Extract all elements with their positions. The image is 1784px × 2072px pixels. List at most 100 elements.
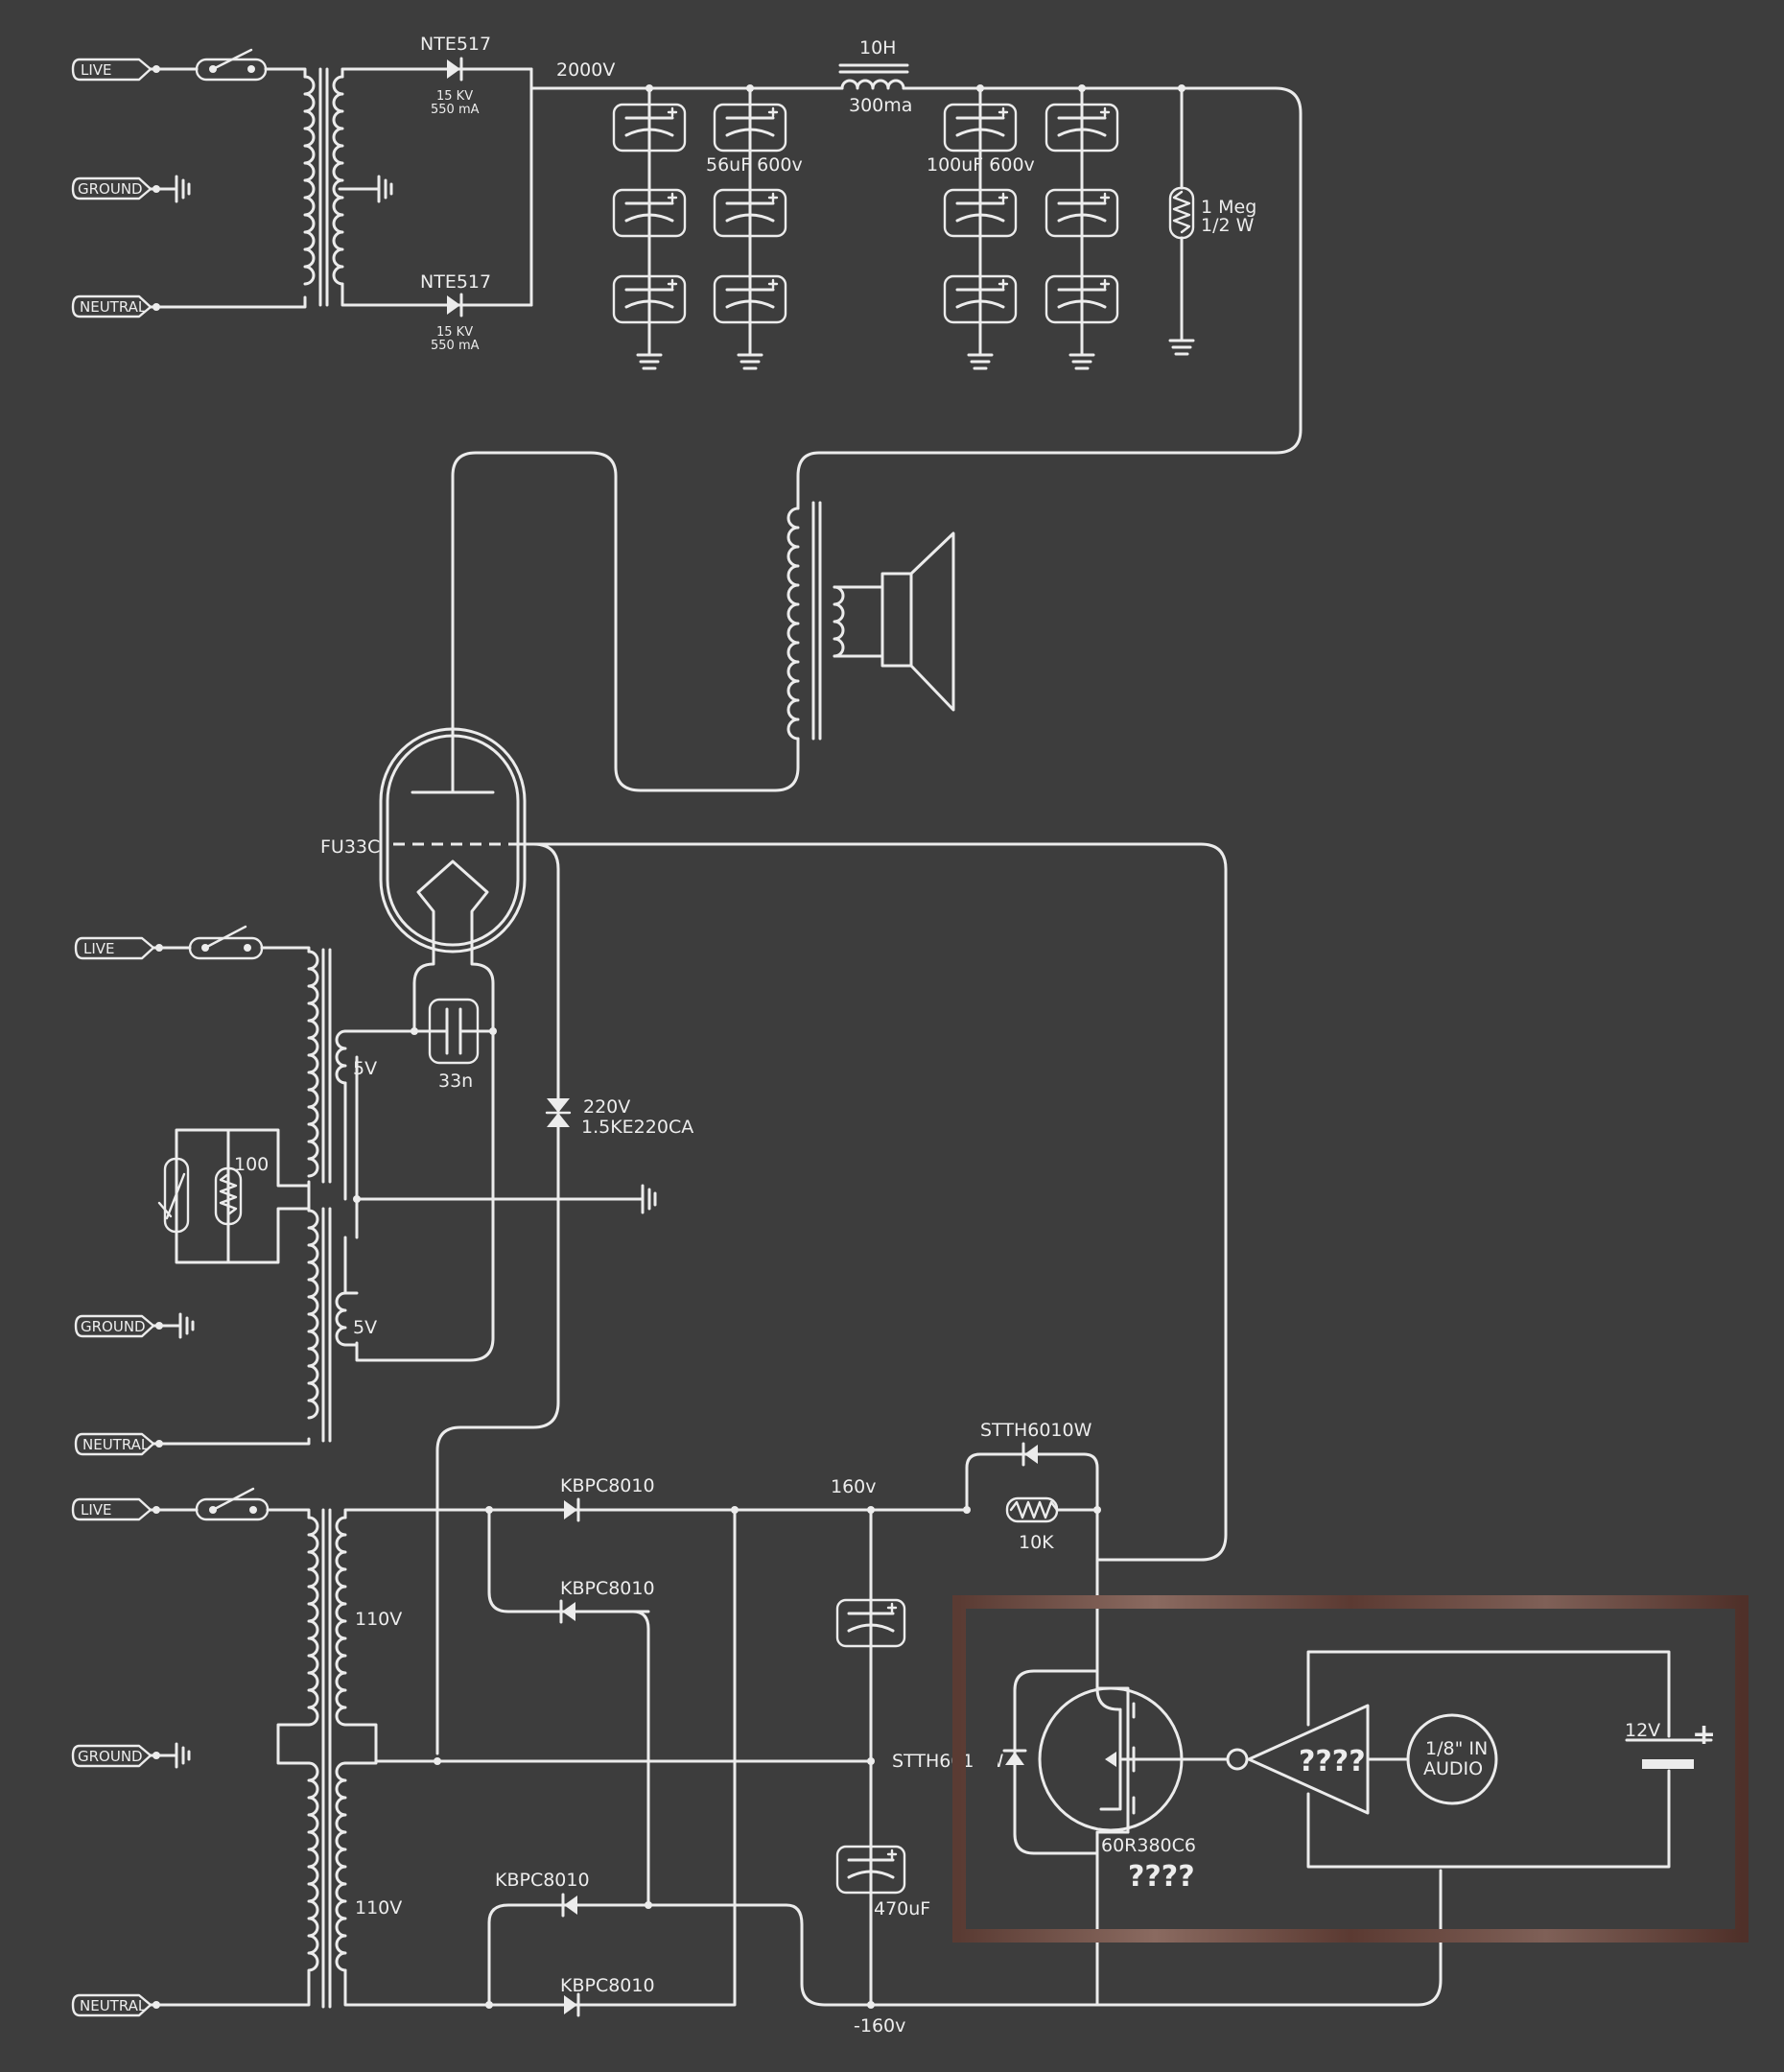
diode-nte517-bottom: NTE517 15 KV 550 mA — [420, 271, 533, 353]
svg-text:KBPC8010: KBPC8010 — [560, 1475, 655, 1496]
audio-input-jack[interactable]: 1/8" IN AUDIO — [1406, 1713, 1498, 1805]
svg-text:1 Meg: 1 Meg — [1201, 197, 1256, 218]
diode-stth6010w-top: STTH6010W — [965, 1420, 1099, 1512]
bias-supply-section: LIVE GROUND NEUTRAL — [71, 1420, 1443, 2037]
svg-text:LIVE: LIVE — [81, 1501, 112, 1519]
bias-cap-bottom: 470uF — [835, 1845, 930, 1919]
neg-rail-label: -160v — [854, 2015, 905, 2037]
power-switch-mid[interactable] — [188, 925, 264, 960]
svg-text:????: ???? — [1128, 1860, 1195, 1894]
tube-fu33c: FU33C — [320, 727, 527, 954]
svg-text:1/8" IN: 1/8" IN — [1425, 1738, 1488, 1759]
svg-text:????: ???? — [1299, 1745, 1366, 1778]
svg-text:110V: 110V — [355, 1609, 402, 1630]
svg-text:LIVE: LIVE — [83, 940, 115, 957]
live-terminal-top[interactable]: LIVE — [71, 58, 153, 82]
filter-capacitor-bank — [612, 84, 1119, 370]
svg-text:5V: 5V — [353, 1058, 377, 1079]
neutral-terminal-top[interactable]: NEUTRAL — [71, 294, 153, 318]
svg-text:15 KV: 15 KV — [436, 325, 473, 340]
svg-text:KBPC8010: KBPC8010 — [560, 1578, 655, 1599]
svg-text:5V: 5V — [353, 1317, 377, 1338]
svg-text:+: + — [1692, 1718, 1716, 1752]
svg-text:KBPC8010: KBPC8010 — [495, 1870, 590, 1891]
svg-text:1.5KE220CA: 1.5KE220CA — [581, 1117, 693, 1138]
mosfet-60r380c6: 60R380C6 ???? — [1038, 1658, 1230, 2007]
pos-rail-label: 160v — [831, 1476, 877, 1497]
filter-capacitor — [713, 188, 787, 238]
bridge-diode-3: KBPC8010 — [495, 1870, 590, 1918]
svg-text:12V: 12V — [1625, 1720, 1660, 1741]
svg-text:GROUND: GROUND — [78, 1748, 143, 1765]
svg-text:NTE517: NTE517 — [420, 271, 491, 293]
svg-text:470uF: 470uF — [874, 1898, 930, 1919]
bridge-diode-1: KBPC8010 — [560, 1475, 655, 1522]
hv-voltage-label: 2000V — [556, 59, 615, 81]
filament-capacitor: 33n — [428, 998, 480, 1092]
svg-text:10H: 10H — [859, 37, 896, 59]
svg-text:100: 100 — [234, 1154, 269, 1175]
ground-terminal-top[interactable]: GROUND — [71, 177, 153, 200]
svg-text:550 mA: 550 mA — [431, 339, 480, 353]
svg-text:10K: 10K — [1019, 1532, 1054, 1553]
bias-transformer: 110V 110V — [276, 1508, 491, 2009]
filter-capacitor — [713, 103, 787, 153]
svg-text:KBPC8010: KBPC8010 — [560, 1975, 655, 1996]
tvs-diode: 220V 1.5KE220CA — [545, 1096, 693, 1138]
filter-capacitor — [943, 274, 1018, 324]
svg-text:220V: 220V — [583, 1096, 630, 1118]
live-terminal-bottom[interactable]: LIVE — [71, 1497, 153, 1521]
driver-section: 60R380C6 ???? STTH6010W ???? 1/8" IN AUD… — [892, 1558, 1749, 2007]
svg-text:1/2 W: 1/2 W — [1201, 215, 1255, 236]
svg-text:GROUND: GROUND — [78, 180, 143, 198]
filament-transformer-2: 5V — [307, 1207, 377, 1443]
svg-text:110V: 110V — [355, 1897, 402, 1919]
bleeder-resistor: 1 Meg 1/2 W — [1168, 84, 1256, 356]
resistor-10k: 10K — [1005, 1496, 1059, 1553]
cap-bank2-label: 100uF 600v — [927, 154, 1035, 176]
hv-supply-section: LIVE GROUND NEUTRAL — [71, 34, 1303, 510]
bridge-diode-4: KBPC8010 — [560, 1975, 655, 2017]
live-terminal-mid[interactable]: LIVE — [74, 936, 155, 960]
output-section — [451, 451, 955, 792]
diode-nte517-top: NTE517 15 KV 550 mA — [420, 34, 533, 117]
filter-capacitor — [1045, 103, 1119, 153]
svg-text:33n: 33n — [438, 1071, 473, 1092]
choke-10h: 10H 300ma — [838, 37, 912, 116]
cap-bank1-label: 56uF 600v — [706, 154, 803, 176]
speaker-icon — [880, 531, 955, 712]
filter-capacitor — [1045, 274, 1119, 324]
svg-text:NEUTRAL: NEUTRAL — [80, 298, 147, 316]
svg-text:NTE517: NTE517 — [420, 34, 491, 55]
svg-text:FU33C: FU33C — [320, 836, 380, 858]
diode-stth6010w-driver: STTH6010W — [892, 1669, 1099, 1855]
highlight-frame — [952, 1595, 1749, 1942]
hv-transformer — [303, 67, 445, 307]
filter-capacitor — [1045, 188, 1119, 238]
filter-capacitor — [713, 274, 787, 324]
svg-text:15 KV: 15 KV — [436, 89, 473, 104]
ground-symbol — [175, 175, 191, 203]
filter-capacitor — [612, 188, 687, 238]
svg-text:60R380C6: 60R380C6 — [1101, 1835, 1196, 1856]
svg-text:GROUND: GROUND — [81, 1318, 146, 1335]
inrush-limiter: 100 — [157, 1128, 311, 1264]
svg-text:550 mA: 550 mA — [431, 103, 480, 117]
neutral-terminal-bottom[interactable]: NEUTRAL — [71, 1993, 153, 2017]
ground-terminal-mid[interactable]: GROUND — [74, 1314, 155, 1338]
svg-text:AUDIO: AUDIO — [1423, 1758, 1483, 1779]
svg-text:STTH6010W: STTH6010W — [980, 1420, 1092, 1441]
filter-capacitor — [943, 103, 1018, 153]
svg-text:NEUTRAL: NEUTRAL — [80, 1997, 147, 2014]
power-switch-bottom[interactable] — [195, 1487, 270, 1521]
ground-terminal-bottom[interactable]: GROUND — [71, 1744, 153, 1768]
filter-capacitor — [943, 188, 1018, 238]
amplifier-icon: ???? — [1247, 1704, 1370, 1815]
filter-capacitor — [612, 103, 687, 153]
filter-capacitor — [612, 274, 687, 324]
power-switch-top[interactable] — [195, 48, 268, 82]
filament-transformer-1: 5V — [307, 948, 377, 1201]
battery-12v: 12V + — [1625, 1718, 1716, 1769]
neutral-terminal-mid[interactable]: NEUTRAL — [74, 1432, 155, 1456]
